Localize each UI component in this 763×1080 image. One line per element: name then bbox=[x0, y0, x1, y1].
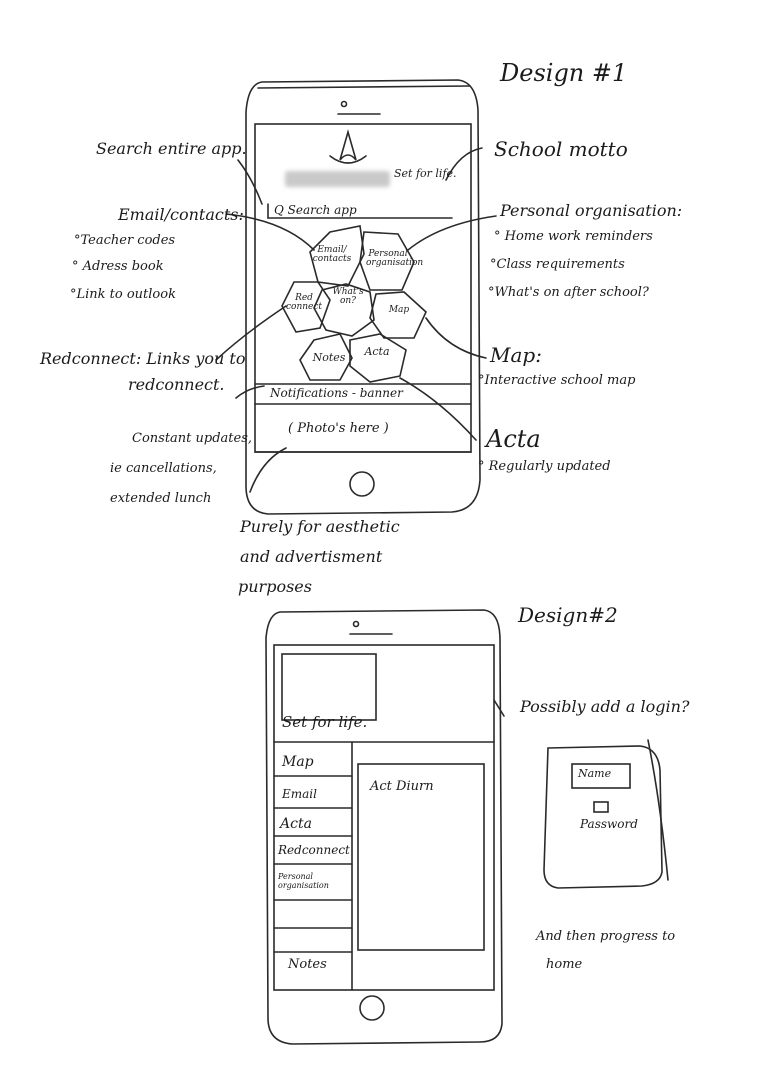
phone-2-acta-box bbox=[357, 763, 485, 951]
annotation-purely-line3: purposes bbox=[238, 577, 312, 596]
phone-2-menu-redconnect[interactable]: Redconnect bbox=[278, 843, 350, 857]
annotation-personal-item: °What's on after school? bbox=[488, 285, 649, 300]
login-phone bbox=[543, 745, 663, 889]
phone-2-menu-notes[interactable]: Notes bbox=[288, 957, 327, 972]
annotation-constant-line2: ie cancellations, bbox=[110, 461, 217, 476]
hex-redconnect-label[interactable]: Red connect bbox=[286, 293, 323, 313]
annotation-map-item: °Interactive school map bbox=[478, 373, 636, 388]
annotation-acta-item: ° Regularly updated bbox=[478, 459, 611, 474]
phone-2-screen bbox=[273, 644, 495, 991]
annotation-constant-line1: Constant updates, bbox=[132, 431, 253, 446]
annotation-login-prompt: Possibly add a login? bbox=[520, 697, 690, 716]
phone-2-menu-personal[interactable]: Personal organisation bbox=[278, 872, 329, 891]
hex-center-label[interactable]: What's on? bbox=[332, 287, 364, 307]
phone-2-menu-acta[interactable]: Acta bbox=[280, 816, 312, 832]
annotation-personal-heading: Personal organisation: bbox=[500, 201, 683, 220]
hex-map-label[interactable]: Map bbox=[388, 305, 410, 315]
phone-2-logo-box bbox=[281, 653, 377, 721]
login-name-box bbox=[571, 763, 631, 789]
hex-notes bbox=[299, 333, 353, 381]
annotation-email-heading: Email/contacts: bbox=[118, 205, 244, 224]
phone-2-motto: Set for life. bbox=[282, 713, 368, 731]
hex-notes-label[interactable]: Notes bbox=[312, 351, 346, 364]
phone-1-motto: Set for life. bbox=[394, 167, 457, 180]
login-password-label: Password bbox=[580, 817, 638, 831]
annotation-purely-line2: and advertisment bbox=[240, 547, 383, 566]
phone-1-home-button bbox=[349, 471, 375, 497]
hex-center bbox=[313, 283, 375, 337]
annotation-email-item: °Teacher codes bbox=[74, 233, 176, 248]
annotation-purely-line1: Purely for aesthetic bbox=[240, 517, 400, 536]
phone-2-menu-email[interactable]: Email bbox=[282, 787, 317, 801]
annotation-redconnect-line2: redconnect. bbox=[128, 375, 225, 394]
phone-1-search-bar[interactable]: Q Search app bbox=[274, 203, 357, 217]
hex-personal bbox=[359, 231, 415, 291]
annotation-then-line1: And then progress to bbox=[536, 929, 676, 944]
annotation-map-heading: Map: bbox=[490, 343, 542, 367]
annotation-email-item: °Link to outlook bbox=[70, 287, 176, 302]
phone-1-notifications-banner: Notifications - banner bbox=[270, 386, 403, 400]
phone-2-acta-diurna: Act Diurn bbox=[370, 779, 434, 794]
annotation-redconnect-line1: Redconnect: Links you to bbox=[40, 349, 246, 368]
phone-2-menu-map[interactable]: Map bbox=[282, 754, 314, 770]
hex-email-label[interactable]: Email/ contacts bbox=[312, 245, 352, 265]
annotation-email-item: ° Adress book bbox=[72, 259, 164, 274]
phone-2-body bbox=[265, 609, 503, 1045]
hex-redconnect bbox=[281, 281, 331, 333]
phone-1-photos-area: ( Photo's here ) bbox=[288, 421, 389, 436]
annotation-acta-heading: Acta bbox=[486, 425, 541, 453]
phone-2-home-button bbox=[359, 995, 385, 1021]
annotation-personal-item: °Class requirements bbox=[490, 257, 625, 272]
design-1-title: Design #1 bbox=[500, 59, 628, 87]
annotation-search-entire: Search entire app. bbox=[96, 139, 247, 158]
login-password-box bbox=[593, 801, 609, 813]
hex-map bbox=[369, 291, 427, 339]
annotation-constant-line3: extended lunch bbox=[110, 491, 212, 506]
hex-acta-label[interactable]: Acta bbox=[364, 345, 390, 358]
hex-acta bbox=[349, 333, 407, 383]
annotation-personal-item: ° Home work reminders bbox=[494, 229, 653, 244]
login-name-field[interactable]: Name bbox=[578, 767, 612, 780]
phone-1-body bbox=[245, 79, 481, 515]
annotation-then-line2: home bbox=[546, 957, 583, 972]
hex-personal-label[interactable]: Personal organisation bbox=[366, 249, 424, 269]
design-2-title: Design#2 bbox=[518, 603, 618, 627]
annotation-school-motto: School motto bbox=[494, 137, 628, 161]
hex-email bbox=[309, 225, 365, 287]
blurred-school-name bbox=[285, 171, 390, 187]
